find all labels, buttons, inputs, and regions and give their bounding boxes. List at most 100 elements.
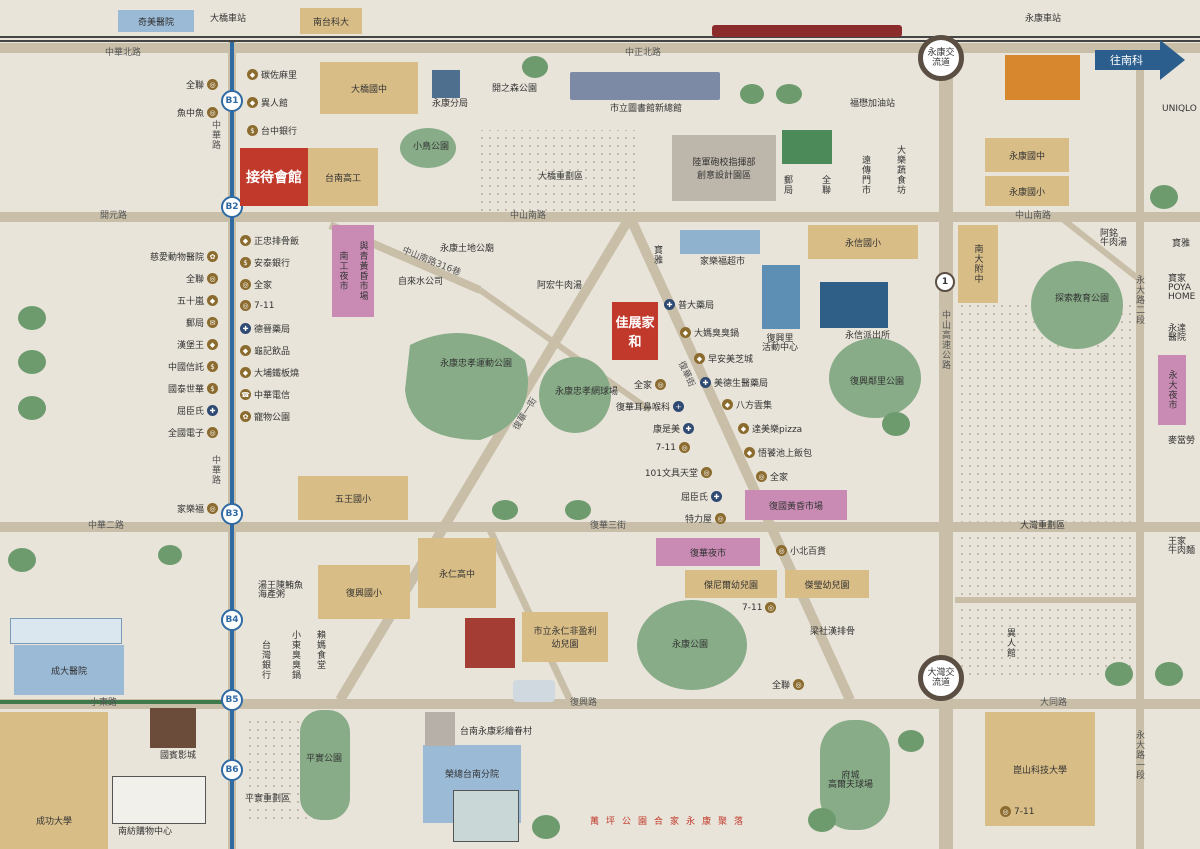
- dawan-redevelop-label: 大灣重劃區: [1020, 521, 1066, 531]
- food-icon: ◆: [207, 295, 218, 306]
- tree-icon: [18, 350, 46, 374]
- poi-item[interactable]: 屈臣氏✚: [177, 404, 218, 417]
- kaizhisen-park-label: 開之森公園: [492, 84, 538, 94]
- poi-item[interactable]: ◆早安美芝城: [694, 352, 753, 365]
- mrt-station-b6[interactable]: B6: [221, 759, 243, 781]
- poi-item[interactable]: 中國信託$: [168, 360, 218, 373]
- poi-item[interactable]: $安泰銀行: [240, 256, 290, 269]
- railway: [0, 25, 1200, 42]
- store-icon: ◎: [701, 467, 712, 478]
- zone-ncku-hospital: 成大醫院: [14, 645, 124, 695]
- mrt-station-b2[interactable]: B2: [221, 196, 243, 218]
- army-design-label: 陸軍砲校指揮部 創意設計園區: [692, 158, 756, 181]
- road-zhongshan-south-l: 中山南路: [510, 211, 547, 221]
- poi-seven-right[interactable]: 7-11◎: [742, 602, 779, 613]
- poi-item[interactable]: 屈臣氏✚: [681, 490, 722, 503]
- poi-seven-bottom[interactable]: ◎7-11: [1000, 806, 1034, 817]
- poi-label: 101文具天堂: [644, 469, 698, 479]
- poi-label: 7-11: [254, 300, 275, 311]
- green-shop-icon: [782, 130, 832, 164]
- arrow-to-nanke-shape: [1095, 40, 1185, 80]
- poi-label: 全聯: [185, 81, 204, 91]
- poi-item[interactable]: 魚中魚◎: [177, 106, 218, 119]
- post-icon: ✉: [207, 317, 218, 328]
- poi-item[interactable]: 全國電子◎: [168, 426, 218, 439]
- poi-item[interactable]: ✿寵物公園: [240, 410, 290, 423]
- poi-item[interactable]: ◆碳佐麻里: [247, 68, 297, 81]
- poi-xiaobei[interactable]: ◎小北百貨: [776, 544, 826, 557]
- poi-item[interactable]: ◆龜記飲品: [240, 344, 290, 357]
- poi-item[interactable]: ◎7-11: [240, 300, 274, 311]
- zone-yongkang-jh: 永康國中: [985, 138, 1069, 172]
- poi-label: 屈臣氏: [176, 407, 204, 417]
- poi-item[interactable]: 國泰世華$: [168, 382, 218, 395]
- yongkang-es-label: 永康國小: [1008, 187, 1045, 198]
- mrt-station-b4[interactable]: B4: [221, 609, 243, 631]
- tainan-vocational-label: 台南高工: [324, 173, 361, 184]
- store-icon: ◎: [715, 513, 726, 524]
- poi-item[interactable]: ◆大媽臭臭鍋: [680, 326, 739, 339]
- tree-icon: [882, 412, 910, 436]
- yuqing-market-label: 與青黃昏市場: [357, 241, 368, 301]
- poi-item[interactable]: ◆悟饕池上飯包: [744, 446, 812, 459]
- poi-item[interactable]: ☎中華電信: [240, 388, 290, 401]
- mrt-station-b5[interactable]: B5: [221, 689, 243, 711]
- mrt-station-b1[interactable]: B1: [221, 90, 243, 112]
- poi-item[interactable]: ◆異人館: [247, 96, 288, 109]
- poi-item[interactable]: ◆達美樂pizza: [738, 422, 802, 435]
- poi-item[interactable]: ◆八方雲集: [722, 398, 772, 411]
- poi-item[interactable]: 特力屋◎: [685, 512, 726, 525]
- mrt-station-b3[interactable]: B3: [221, 503, 243, 525]
- hospital-building-icon: [10, 618, 122, 644]
- zone-nanda-ah: 南大附中: [958, 225, 998, 303]
- ncku-hospital-label: 成大醫院: [50, 666, 87, 677]
- poi-item[interactable]: 五十嵐◆: [177, 294, 218, 307]
- poi-item[interactable]: ◆正忠排骨飯: [240, 234, 299, 247]
- zone-nangong-night: 南工夜市: [332, 225, 354, 317]
- poi-item[interactable]: 全家◎: [634, 378, 666, 391]
- poi-item[interactable]: 郵局✉: [186, 316, 218, 329]
- yongda-night-label: 永大夜市: [1166, 370, 1177, 410]
- baoya-right-label: 寶雅: [1172, 239, 1191, 249]
- poi-label: 國泰世華: [167, 385, 204, 395]
- poi-item[interactable]: 全聯◎: [186, 78, 218, 91]
- poi-item[interactable]: 家樂福◎: [177, 502, 218, 515]
- food-icon: ◆: [744, 447, 755, 458]
- dawan-redevelop-dots: [955, 300, 1135, 680]
- poi-label: 碳佐麻里: [261, 71, 298, 81]
- poi-item[interactable]: ✚普大藥局: [664, 298, 714, 311]
- reception-hall[interactable]: 接待會館: [240, 148, 308, 206]
- poi-item[interactable]: ◎全家: [240, 278, 272, 291]
- poi-label: 7-11: [1014, 806, 1035, 817]
- library-building-icon: [570, 72, 720, 100]
- poi-label: 美德生醫藥局: [714, 379, 769, 389]
- poi-item[interactable]: ◆大埔鐵板燒: [240, 366, 299, 379]
- liangshe-label: 梁社漢排骨: [810, 627, 856, 637]
- tree-icon: [1155, 662, 1183, 686]
- zone-fuguo-market: 復國黃昏市場: [745, 490, 847, 520]
- poi-item[interactable]: 慈愛動物醫院✿: [150, 250, 218, 263]
- poi-item[interactable]: ◎全家: [756, 470, 788, 483]
- poi-item[interactable]: 復華耳鼻喉科+: [616, 400, 684, 413]
- road-fuxing: 復興路: [570, 698, 598, 708]
- poi-item[interactable]: 7-11◎: [656, 442, 690, 453]
- tree-icon: [565, 500, 591, 520]
- poi-item[interactable]: 康是美✚: [653, 422, 694, 435]
- project-marker[interactable]: 佳展家和: [612, 302, 658, 360]
- tree-icon: [808, 808, 836, 832]
- poi-item[interactable]: 101文具天堂◎: [645, 466, 712, 479]
- poi-label: 悟饕池上飯包: [758, 449, 813, 459]
- poi-item[interactable]: ✚美德生醫藥局: [700, 376, 768, 389]
- poi-item[interactable]: 漢堡王◆: [177, 338, 218, 351]
- poi-item[interactable]: $台中銀行: [247, 124, 297, 137]
- poi-quanlian-right[interactable]: 全聯◎: [772, 678, 807, 691]
- poi-item[interactable]: 全聯◎: [186, 272, 218, 285]
- zone-yongkang-es: 永康國小: [985, 176, 1069, 206]
- poi-label: 全國電子: [167, 429, 204, 439]
- cinema-building-icon: [150, 708, 196, 748]
- pet-icon: ✿: [207, 251, 218, 262]
- zhongxiao-park-label: 永康忠孝運動公園: [440, 359, 513, 369]
- poi-label: 慈愛動物醫院: [149, 253, 204, 263]
- fuguo-market-label: 復國黃昏市場: [768, 501, 823, 512]
- poi-item[interactable]: ✚德晉藥局: [240, 322, 290, 335]
